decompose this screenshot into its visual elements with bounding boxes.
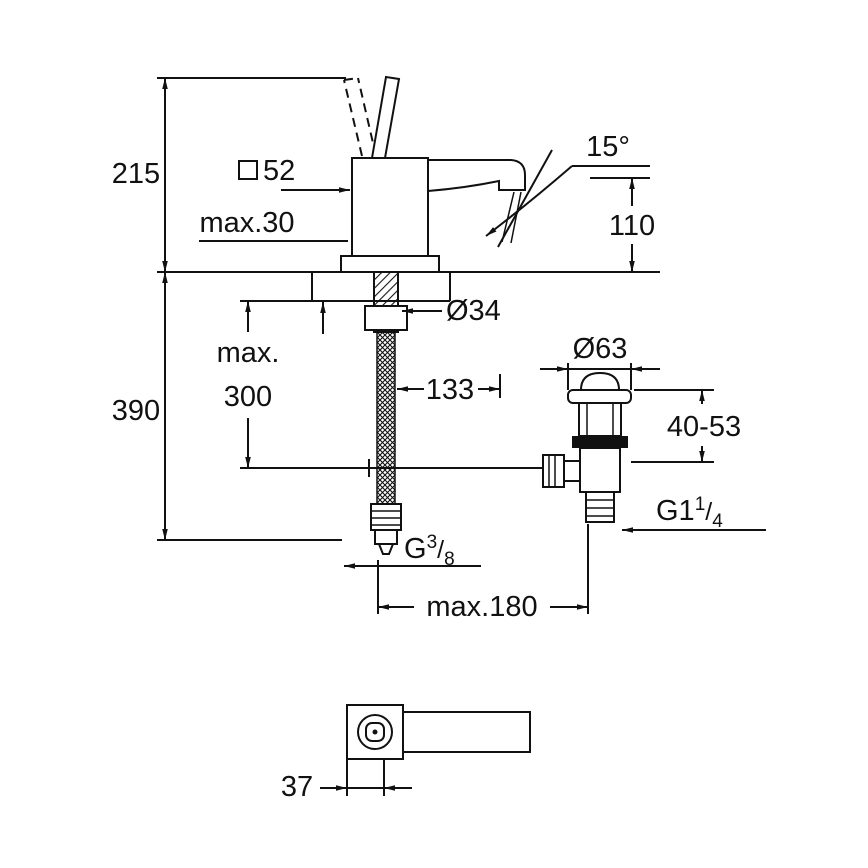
dimension-overall-height: 215 [112,77,346,272]
spout-angle-label: 15° [586,131,630,163]
dimension-base-offset: 37 [281,760,412,803]
deck-and-mounting [157,271,660,555]
waste-flange-diameter-label: Ø63 [573,333,628,365]
dimension-handle-square: 52 [238,155,350,193]
faucet-lever-handle [370,75,401,159]
supply-hose [376,331,396,505]
rod-knob [542,454,565,488]
waste-gasket [572,436,628,448]
bottom-view-cartridge-square [365,722,385,742]
mounting-nut [364,305,408,331]
supply-thread-nut [374,529,398,545]
angle-reference-line [497,149,553,248]
supply-thread-tip [377,543,395,555]
base-offset-label: 37 [281,771,313,803]
faucet-base-escutcheon [340,255,440,273]
handle-raised-dashed-line [343,79,363,157]
check-valve-body [370,503,402,531]
deck-thickness-label: max.30 [199,207,294,239]
rod-stub [563,460,581,482]
hose-length-label-line1: max. [217,337,280,369]
overall-depth-label: 390 [112,395,160,427]
angle-leader-arc [485,165,573,237]
water-stream-line [510,191,522,244]
dimension-shank-diameter: Ø34 [402,295,501,327]
install-reach-label: max.180 [426,591,537,623]
dimension-supply-thread: G3/8 [344,532,481,570]
handle-raised-dashed-top [343,77,359,81]
spout-height-label: 110 [609,210,655,242]
dimension-waste-flange-diameter: Ø63 [540,333,660,390]
dimension-overall-depth: 390 [112,272,342,541]
dimension-waste-thread: G11/4 [622,494,766,533]
handle-raised-dashed-line [357,77,377,157]
waste-flange [567,389,632,404]
faucet-body [351,157,429,257]
faucet-bottom-view [346,704,531,760]
waste-mounting-range-label: 40-53 [667,411,741,443]
handle-square-label: 52 [263,155,295,187]
bottom-view-center-dot [372,729,378,735]
square-symbol-icon [238,160,258,180]
spout-reach-label: 133 [426,374,474,406]
waste-lower-body [579,447,621,493]
dimension-spout-height: 110 [590,177,655,272]
waste-assembly [542,371,632,523]
dimension-spout-angle: 15° [485,131,650,248]
water-stream-line [501,191,515,243]
faucet-spout [427,159,526,193]
bottom-view-shank-circle [357,714,393,750]
shank-diameter-label: Ø34 [446,295,501,327]
waste-tailpiece [585,491,615,523]
dimension-spout-reach: 133 [397,374,501,406]
waste-thread-label: G11/4 [656,494,723,532]
hose-length-label-line2: 300 [224,381,272,413]
waste-upper-body [578,402,622,437]
dimension-deck-thickness: max.30 [199,207,348,334]
overall-height-label: 215 [112,158,160,190]
dimension-waste-mounting-range: 40-53 [631,389,741,463]
faucet-front-view [340,75,526,273]
dimension-install-reach: max.180 [377,524,589,623]
supply-thread-label: G3/8 [404,532,455,570]
dimension-hose-length: max. 300 [217,300,362,469]
pop-up-plug-head [579,371,621,391]
